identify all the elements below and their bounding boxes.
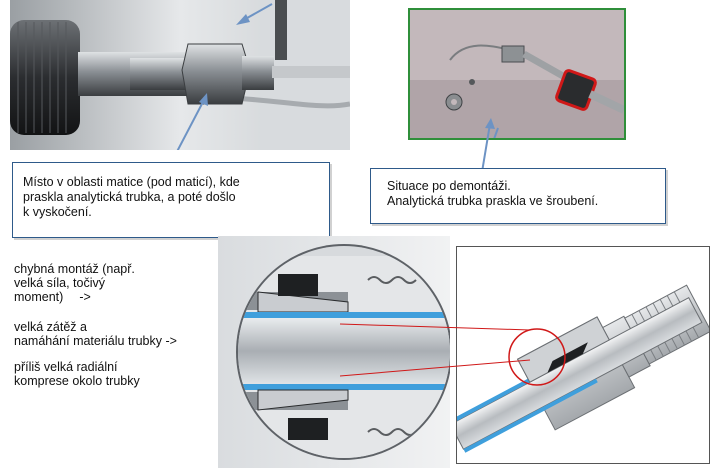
callout-left-line2: praskla analytická trubka, a poté došlo: [23, 190, 236, 204]
callout-crack-location: Místo v oblasti matice (pod maticí), kde…: [12, 162, 330, 238]
callout-left-line3: k vyskočení.: [23, 205, 92, 219]
cause-1-line3: moment) ->: [14, 290, 135, 304]
photo-fitting-nut: [10, 0, 350, 150]
callout-right-line2: Analytická trubka praskla ve šroubení.: [387, 194, 599, 208]
zoom-connector-lines: [340, 323, 531, 377]
cause-3-line2: komprese okolo trubky: [14, 374, 140, 388]
callout-right-pointer: [481, 118, 495, 172]
cause-2-arrow: ->: [165, 334, 177, 348]
callout-right-line1: Situace po demontáži.: [387, 179, 511, 193]
cause-3-line1: příliš velká radiální: [14, 360, 118, 374]
cross-section-closeup: [218, 236, 450, 468]
fitting-cutaway-drawing: [456, 246, 710, 464]
photo-after-disassembly: [408, 8, 626, 140]
cause-2-line1: velká zátěž a: [14, 320, 87, 334]
cause-2-text: namáhání materiálu trubky: [14, 334, 162, 348]
callout-after-disassembly: Situace po demontáži. Analytická trubka …: [370, 168, 666, 224]
cause-1-line1: chybná montáž (např.: [14, 262, 135, 276]
cause-radial-compression: příliš velká radiální komprese okolo tru…: [14, 360, 140, 388]
cause-high-load: velká zátěž a namáhání materiálu trubky …: [14, 320, 177, 348]
cause-2-line2: namáhání materiálu trubky ->: [14, 334, 177, 348]
cause-1-line2: velká síla, točivý: [14, 276, 106, 290]
cause-1-text: moment): [14, 290, 64, 304]
callout-left-line1: Místo v oblasti matice (pod maticí), kde: [23, 175, 240, 189]
cause-1-arrow: ->: [79, 290, 91, 304]
cause-wrong-assembly: chybná montáž (např. velká síla, točivý …: [14, 262, 135, 304]
